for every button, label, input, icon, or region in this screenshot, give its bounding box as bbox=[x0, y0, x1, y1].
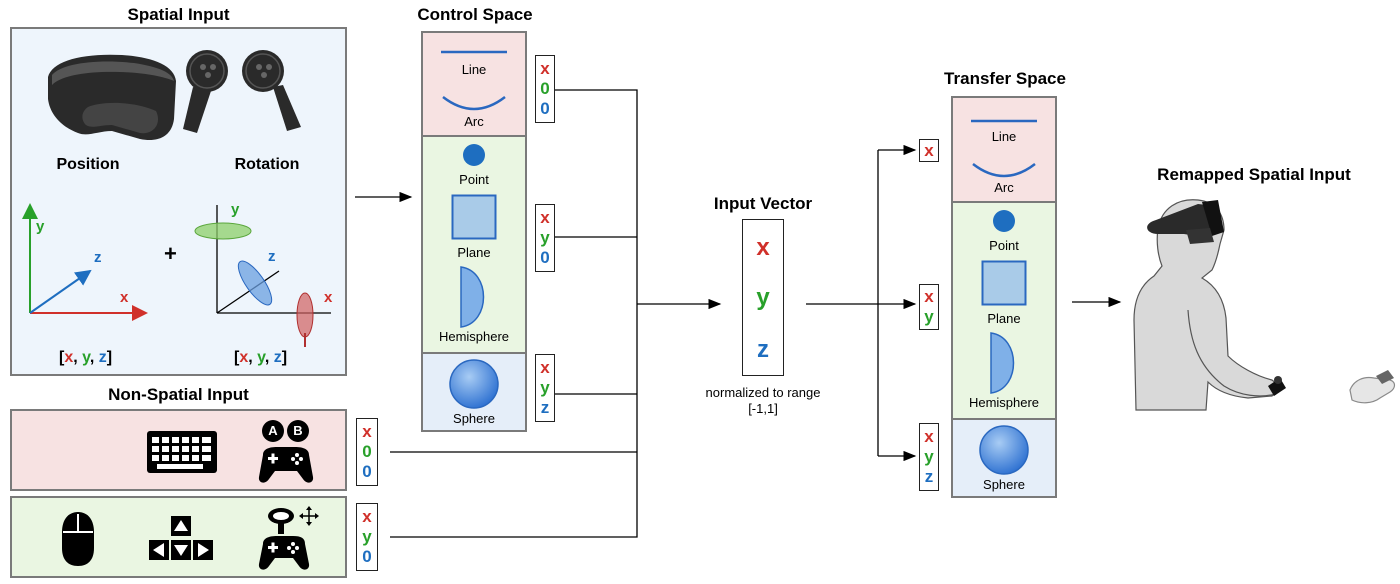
spatial-input-panel: Position Rotation y z x + y z x [x, y, z… bbox=[10, 27, 347, 376]
input-vector-y: y bbox=[756, 284, 770, 311]
normalized-note-line2: [-1,1] bbox=[748, 401, 778, 416]
control-space-title: Control Space bbox=[417, 5, 533, 24]
control-1d-group: Line Arc bbox=[423, 33, 525, 137]
control-point-label: Point bbox=[459, 172, 489, 187]
non-spatial-row-2 bbox=[10, 496, 347, 578]
transfer-1d-vector: x bbox=[919, 139, 939, 162]
rotation-axis-y-label: y bbox=[231, 201, 240, 218]
plane-shape-icon bbox=[451, 194, 497, 240]
position-tuple: [x, y, z] bbox=[59, 349, 113, 366]
arc-shape-icon bbox=[972, 163, 1036, 178]
vr-user-figure-icon bbox=[1133, 199, 1396, 411]
control-arc-label: Arc bbox=[464, 114, 484, 129]
transfer-arc-label: Arc bbox=[994, 180, 1014, 195]
position-axes-diagram bbox=[22, 203, 148, 321]
mouse-icon bbox=[62, 512, 94, 566]
control-sphere-label: Sphere bbox=[453, 411, 495, 426]
line-shape-icon bbox=[971, 119, 1037, 123]
vr-controllers-icon bbox=[183, 50, 301, 133]
input-vector-z: z bbox=[757, 336, 769, 363]
transfer-line-label: Line bbox=[991, 129, 1017, 144]
transfer-2d-group: Point Plane Hemisphere bbox=[953, 203, 1055, 420]
gamepad-joystick-icon bbox=[258, 506, 319, 570]
line-shape-icon bbox=[441, 50, 507, 54]
line-1d-to-merge bbox=[390, 89, 638, 538]
plus-sign: + bbox=[164, 241, 177, 266]
arrow-keys-icon bbox=[149, 516, 213, 560]
hemisphere-shape-icon bbox=[460, 266, 485, 328]
input-vector-x: x bbox=[756, 234, 770, 261]
control-plane-label: Plane bbox=[457, 245, 491, 260]
position-axis-y-label: y bbox=[36, 218, 45, 235]
rotation-label: Rotation bbox=[234, 156, 300, 173]
rotation-axes-diagram bbox=[194, 205, 331, 347]
control-3d-group: Sphere bbox=[423, 354, 525, 430]
input-vector-box: x y z bbox=[742, 219, 784, 376]
remapped-title: Remapped Spatial Input bbox=[1157, 165, 1351, 184]
transfer-point-label: Point bbox=[989, 238, 1019, 253]
position-axis-z-label: z bbox=[94, 249, 102, 266]
plane-shape-icon bbox=[981, 260, 1027, 306]
gamepad-buttons-icon: A B bbox=[257, 419, 315, 487]
control-2d-group: Point Plane Hemisphere bbox=[423, 137, 525, 354]
non-spatial-input-title: Non-Spatial Input bbox=[108, 385, 249, 404]
transfer-space-title: Transfer Space bbox=[944, 69, 1066, 88]
transfer-plane-label: Plane bbox=[987, 311, 1021, 326]
transfer-sphere-label: Sphere bbox=[983, 477, 1025, 492]
button-a-label: A bbox=[268, 423, 278, 438]
position-axis-x-label: x bbox=[120, 289, 129, 306]
rotation-tuple: [x, y, z] bbox=[234, 349, 288, 366]
button-b-label: B bbox=[293, 423, 303, 438]
normalized-note-line1: normalized to range bbox=[705, 385, 821, 400]
spatial-input-title: Spatial Input bbox=[127, 5, 230, 24]
control-line-label: Line bbox=[461, 62, 487, 77]
point-shape-icon bbox=[463, 144, 485, 166]
transfer-hemisphere-label: Hemisphere bbox=[968, 395, 1040, 410]
position-label: Position bbox=[56, 156, 120, 173]
transfer-space-column: Line Arc Point Plane Hemisphere Sphere bbox=[951, 96, 1057, 498]
transfer-3d-group: Sphere bbox=[953, 420, 1055, 496]
control-space-column: Line Arc Point Plane Hemisphere Sphere bbox=[421, 31, 527, 432]
keyboard-icon bbox=[147, 431, 217, 473]
hemisphere-shape-icon bbox=[990, 332, 1015, 394]
rotation-axis-z-label: z bbox=[268, 248, 276, 265]
input-vector-title: Input Vector bbox=[713, 194, 813, 213]
point-shape-icon bbox=[993, 210, 1015, 232]
rotation-axis-x-label: x bbox=[324, 289, 333, 306]
vr-headset-icon bbox=[48, 54, 176, 141]
sphere-shape-icon bbox=[449, 359, 499, 409]
non-spatial-row-1: A B bbox=[10, 409, 347, 491]
arc-shape-icon bbox=[442, 96, 506, 111]
control-hemisphere-label: Hemisphere bbox=[438, 329, 510, 344]
sphere-shape-icon bbox=[979, 425, 1029, 475]
transfer-1d-group: Line Arc bbox=[953, 98, 1055, 203]
